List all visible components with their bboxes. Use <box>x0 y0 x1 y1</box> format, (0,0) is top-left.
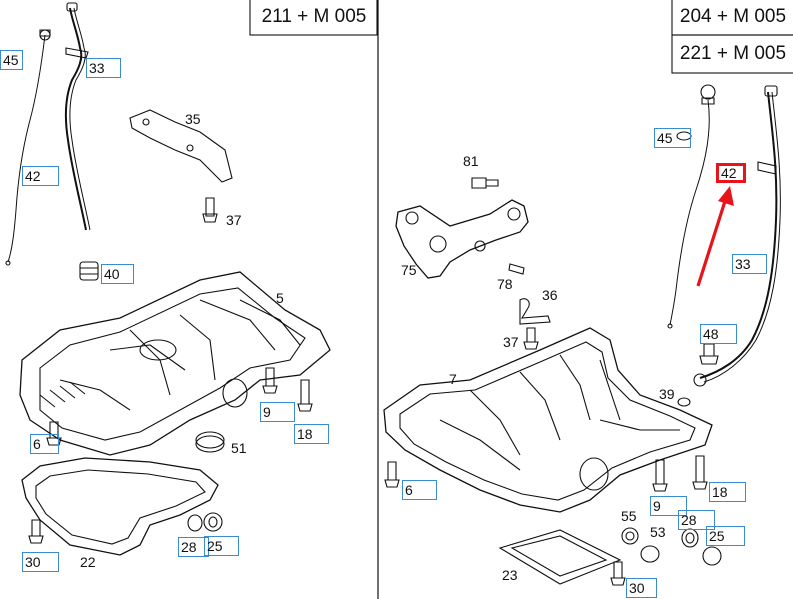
part-label-6-right[interactable]: 6 <box>402 480 437 500</box>
part-label-37: 37 <box>226 212 242 228</box>
part-label-42[interactable]: 42 <box>22 166 59 186</box>
part-label-75: 75 <box>401 262 417 278</box>
part-label-39: 39 <box>659 386 675 402</box>
part-label-33[interactable]: 33 <box>86 58 121 78</box>
part-label-81: 81 <box>463 153 479 169</box>
part-label-18-right[interactable]: 18 <box>709 482 746 502</box>
part-label-36: 36 <box>542 287 558 303</box>
part-label-25[interactable]: 25 <box>204 536 239 556</box>
part-label-35: 35 <box>185 111 201 127</box>
header-right-bottom-code: 221 + M 005 <box>679 43 787 64</box>
part-label-45-right[interactable]: 45 <box>654 128 691 148</box>
part-label-42-highlighted[interactable]: 42 <box>716 163 746 183</box>
part-label-23: 23 <box>502 567 518 583</box>
part-label-37-right: 37 <box>503 334 519 350</box>
part-label-30[interactable]: 30 <box>22 552 59 572</box>
part-label-30-right[interactable]: 30 <box>626 578 657 598</box>
part-label-25-right[interactable]: 25 <box>706 526 745 546</box>
part-label-28-right[interactable]: 28 <box>678 510 715 530</box>
part-label-53: 53 <box>650 524 666 540</box>
part-label-55: 55 <box>621 508 637 524</box>
part-label-5: 5 <box>276 290 284 306</box>
header-left-code: 211 + M 005 <box>261 6 367 27</box>
part-label-7: 7 <box>449 371 457 387</box>
part-label-40[interactable]: 40 <box>101 264 134 284</box>
part-label-48[interactable]: 48 <box>700 324 737 344</box>
part-label-9[interactable]: 9 <box>260 402 295 422</box>
part-label-6[interactable]: 6 <box>30 434 59 454</box>
part-label-18[interactable]: 18 <box>294 424 329 444</box>
header-right-top-code: 204 + M 005 <box>679 6 787 27</box>
part-label-78: 78 <box>497 276 513 292</box>
part-label-22: 22 <box>80 554 96 570</box>
highlight-arrow-icon <box>696 186 734 287</box>
part-label-28[interactable]: 28 <box>178 537 209 557</box>
part-label-45[interactable]: 45 <box>0 50 23 70</box>
part-label-9-right[interactable]: 9 <box>650 496 687 516</box>
part-label-51: 51 <box>231 440 247 456</box>
part-label-33-right[interactable]: 33 <box>732 254 767 274</box>
